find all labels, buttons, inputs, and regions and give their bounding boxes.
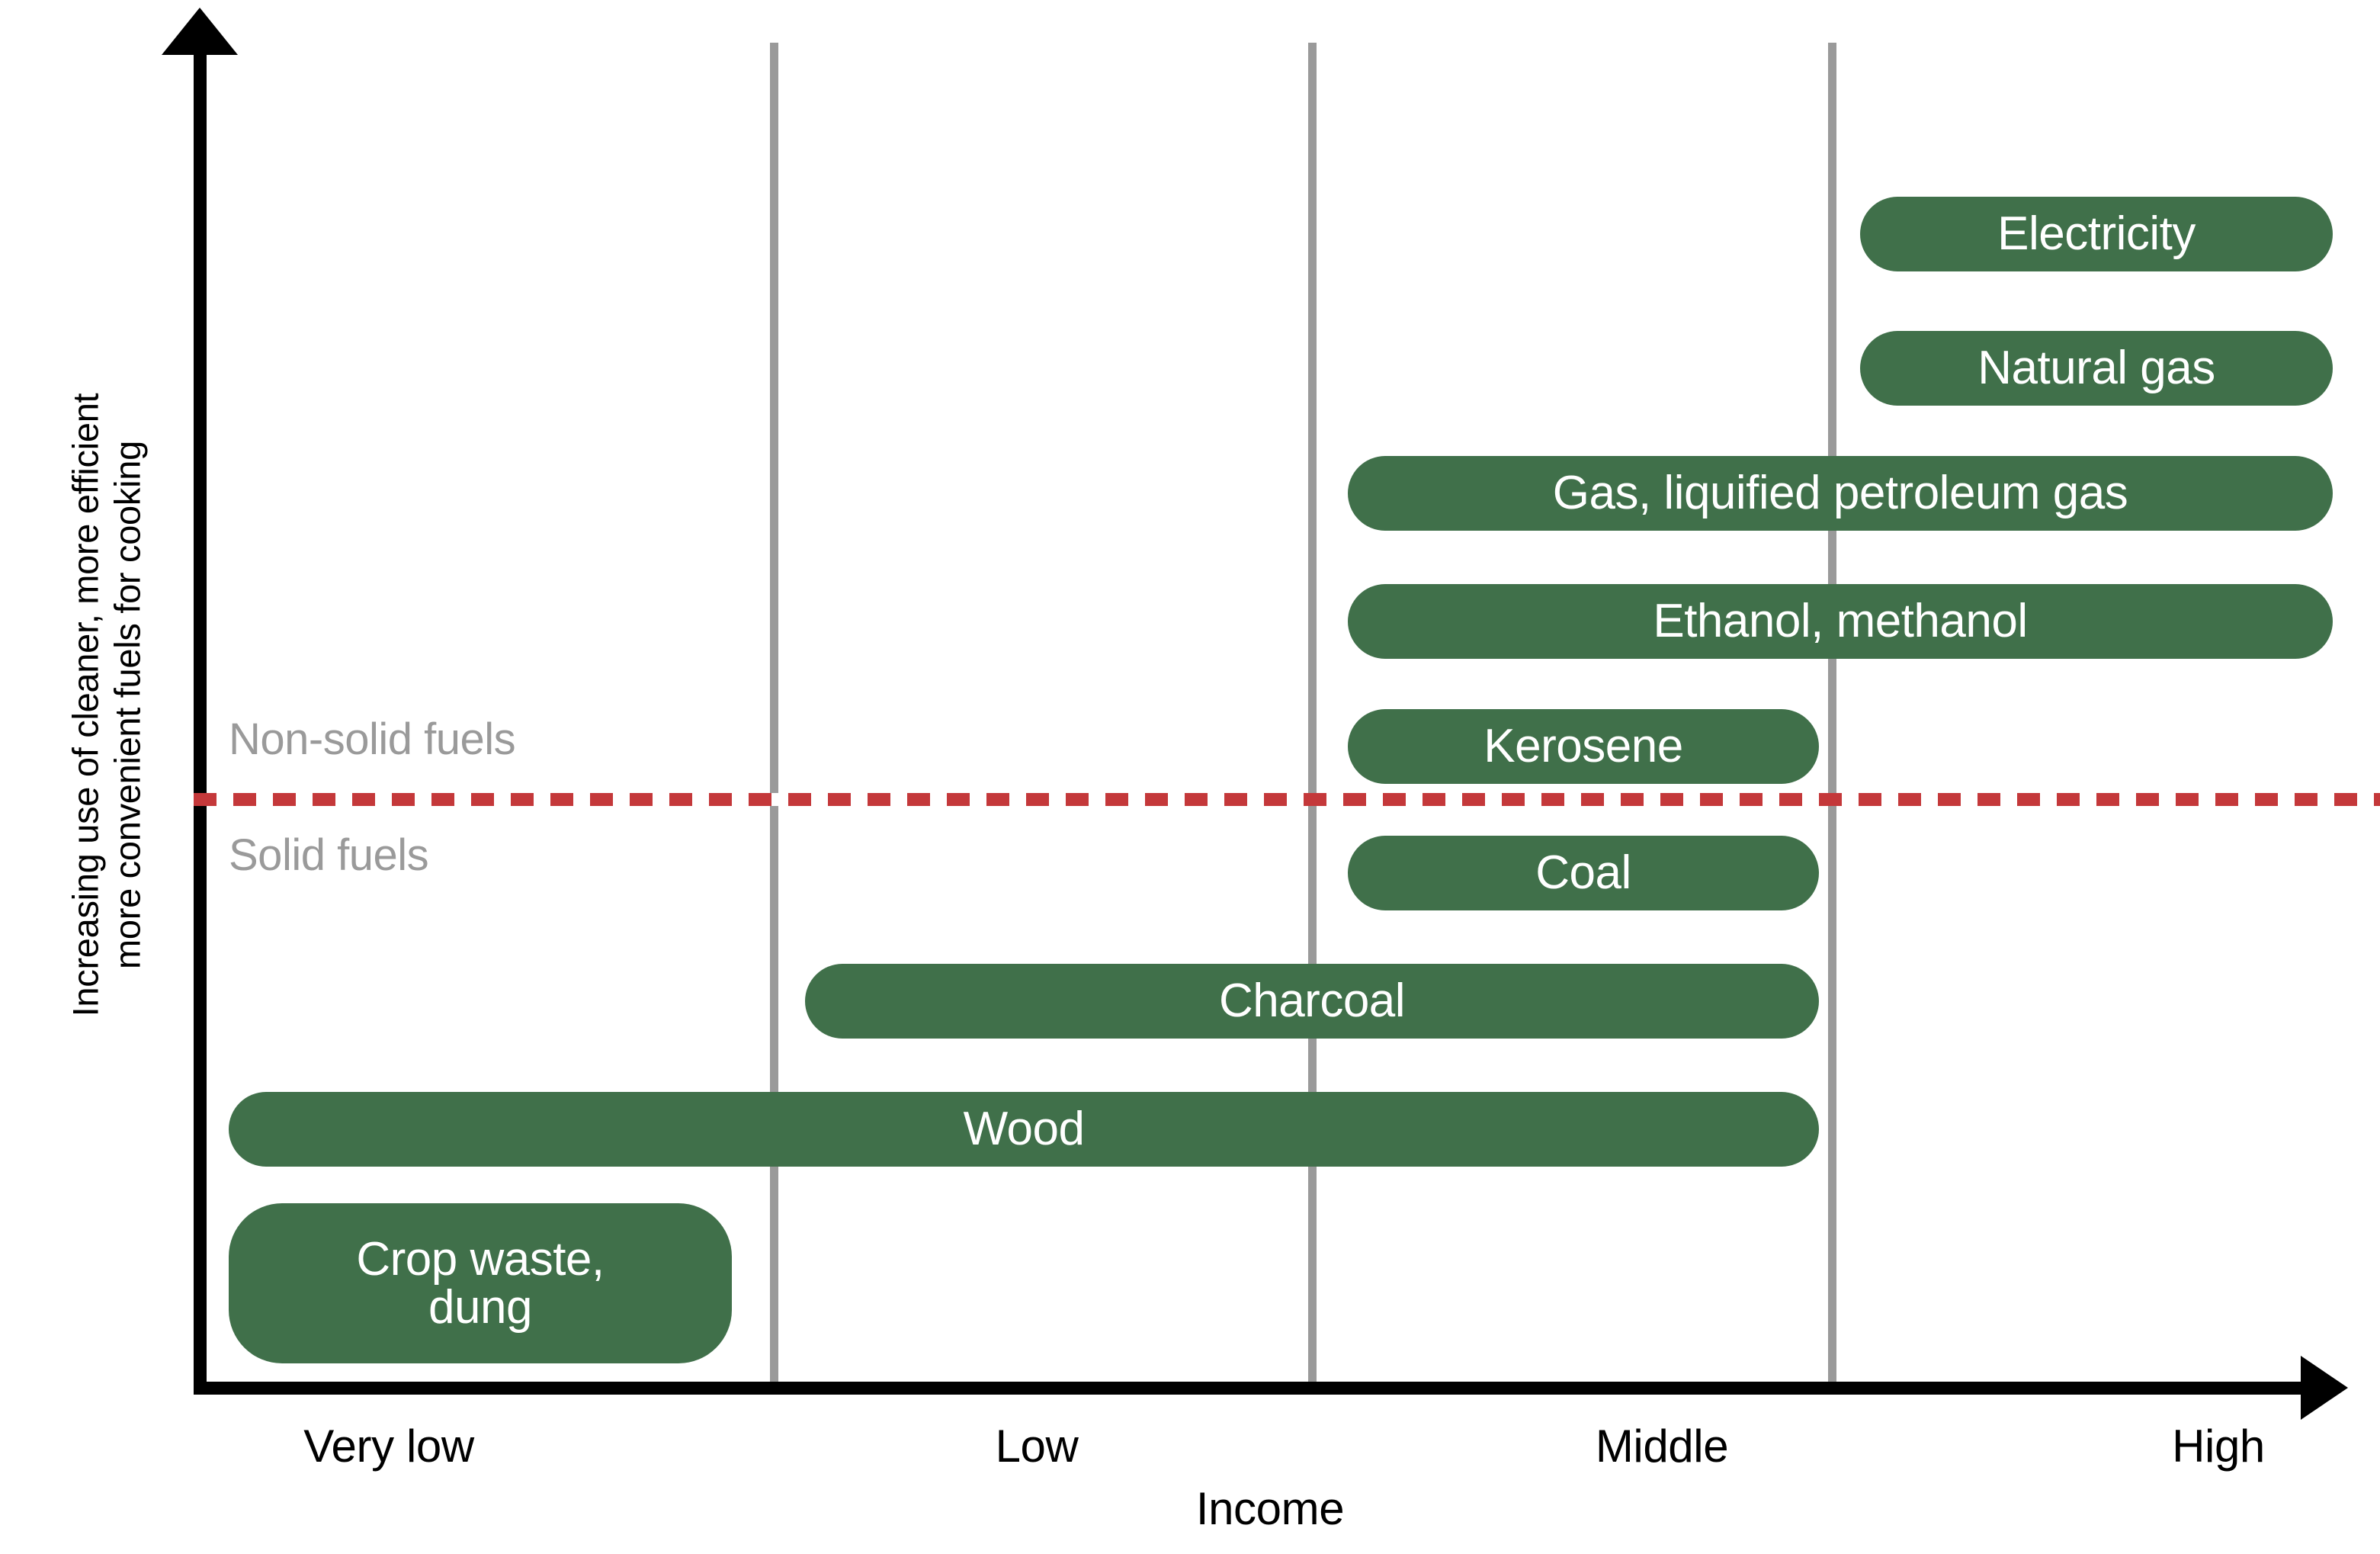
y-axis-title-line-2: more convenient fuels for cooking [107,441,147,969]
bar-gas-lpg[interactable]: Gas, liquified petroleum gas [1348,456,2333,531]
bar-label-coal: Coal [1535,846,1631,900]
x-tick-middle: Middle [1595,1421,1729,1472]
bar-crop-waste-dung[interactable]: Crop waste, dung [229,1203,732,1363]
bar-label-charcoal: Charcoal [1218,974,1406,1028]
y-axis-title-line-1: Increasing use of cleaner, more efficien… [65,393,106,1017]
zone-label-solid-fuels: Solid fuels [229,830,429,880]
bar-label-ethanol-methanol: Ethanol, methanol [1653,595,2028,648]
bar-ethanol-methanol[interactable]: Ethanol, methanol [1348,584,2333,659]
bar-label-kerosene: Kerosene [1483,720,1683,773]
x-tick-very-low: Very low [303,1421,474,1472]
bar-charcoal[interactable]: Charcoal [805,964,1819,1039]
bar-kerosene[interactable]: Kerosene [1348,709,1819,784]
x-axis-line [194,1382,2305,1395]
bar-label-crop-waste-dung: Crop waste, dung [356,1232,605,1334]
x-axis-arrowhead-icon [2301,1356,2348,1420]
bar-wood[interactable]: Wood [229,1092,1819,1167]
bar-natural-gas[interactable]: Natural gas [1860,331,2333,406]
gridline-low-middle [1308,43,1317,1385]
gridline-very-low-low [770,43,778,1385]
bar-coal[interactable]: Coal [1348,836,1819,910]
gridline-middle-high [1828,43,1836,1385]
zone-label-non-solid-fuels: Non-solid fuels [229,714,516,764]
bar-electricity[interactable]: Electricity [1860,197,2333,271]
x-tick-low: Low [995,1421,1079,1472]
y-axis-title: Increasing use of cleaner, more efficien… [65,111,148,1300]
x-tick-high: High [2172,1421,2265,1472]
bar-label-gas-lpg: Gas, liquified petroleum gas [1552,467,2128,520]
bar-label-natural-gas: Natural gas [1977,342,2215,395]
x-axis-title: Income [1195,1483,1345,1534]
bar-label-wood: Wood [963,1103,1085,1156]
y-axis-line [194,44,207,1388]
solid-nonsolid-threshold-line [194,793,2380,806]
bar-label-electricity: Electricity [1997,207,2196,261]
